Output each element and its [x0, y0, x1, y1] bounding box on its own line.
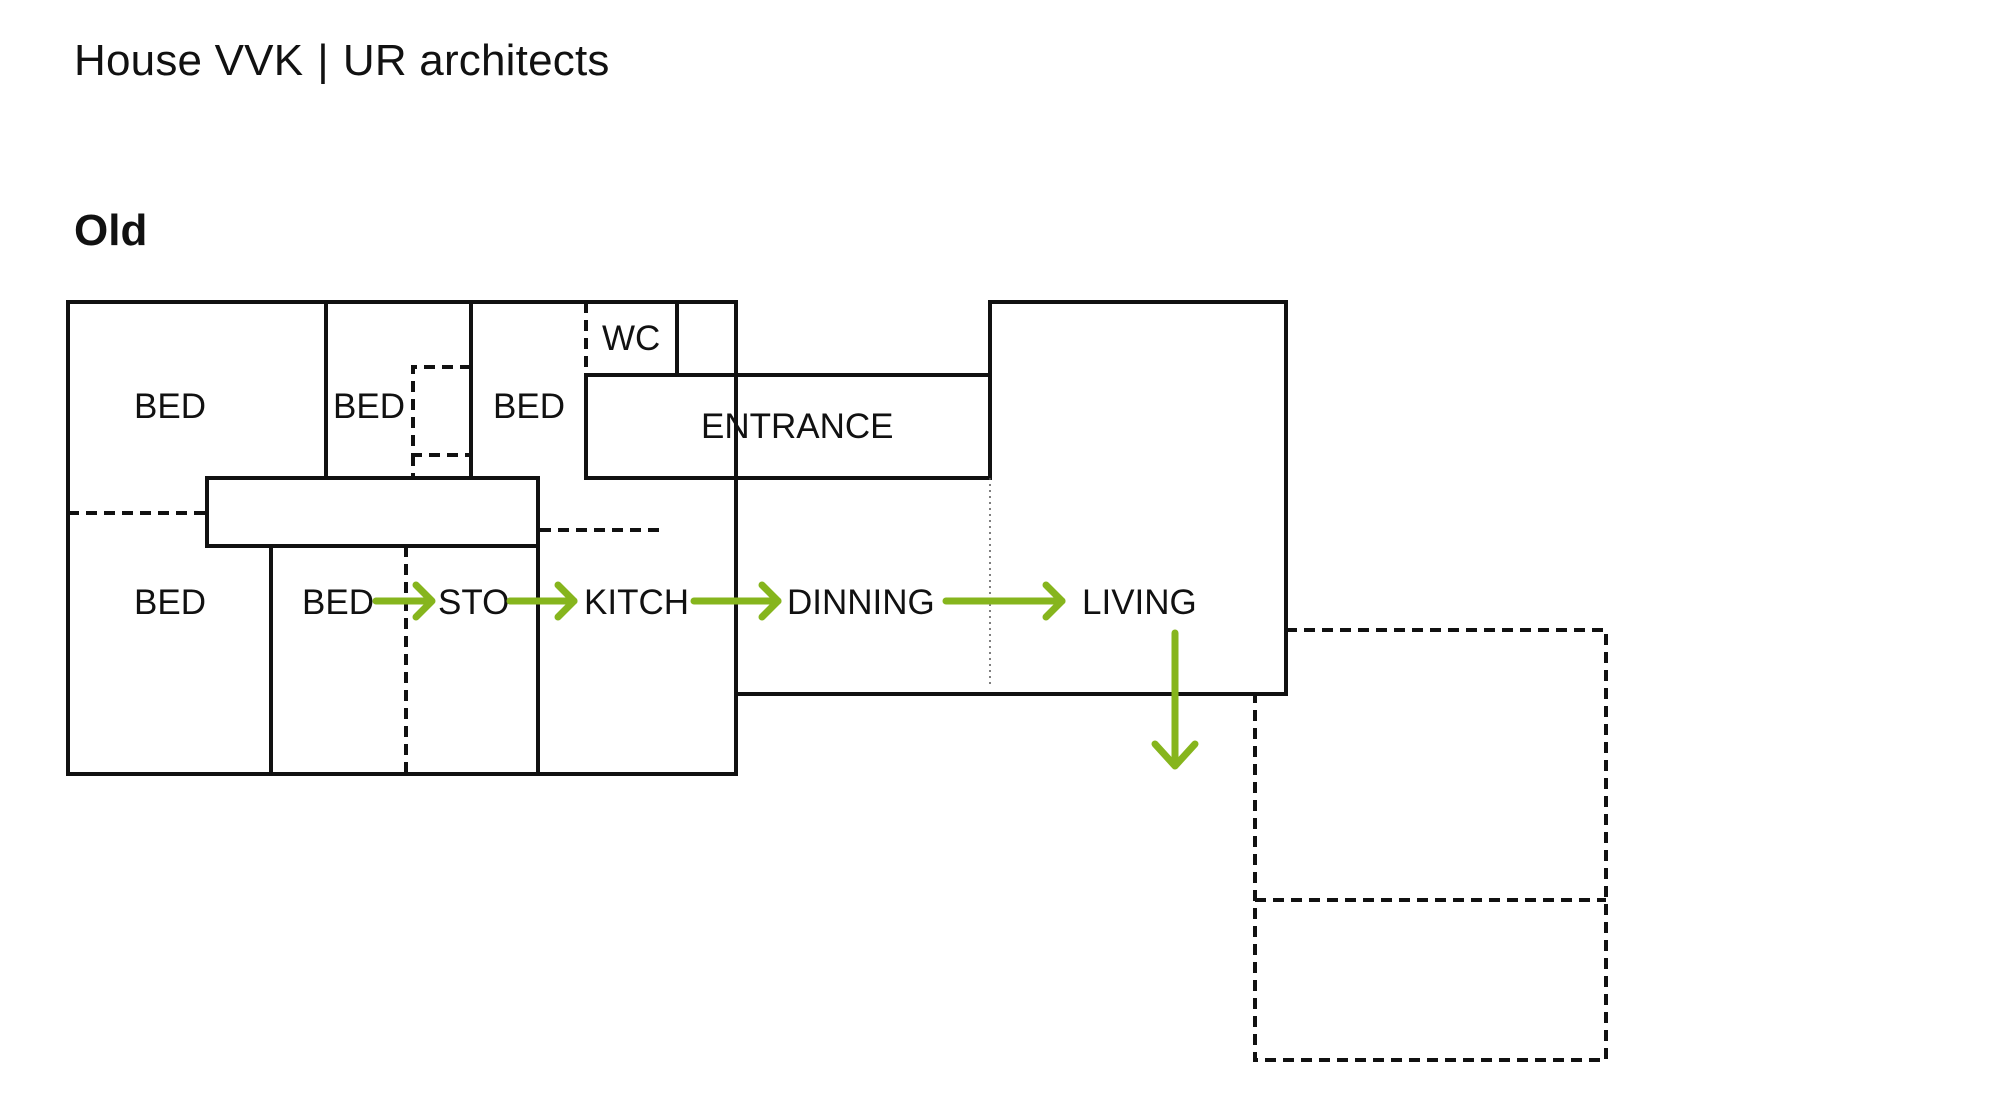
wall-living [736, 300, 1288, 696]
partition-closet [411, 365, 471, 457]
arrow-living-down [1151, 629, 1199, 770]
center-walls [584, 300, 1288, 696]
circulation-flow [372, 581, 1199, 770]
label-dining: DINNING [787, 583, 935, 622]
arrow-head [1151, 740, 1199, 770]
arrow-bed-to-sto [372, 581, 436, 621]
room-labels: BED BED BED WC ENTRANCE BED BED STO KITC… [134, 319, 1197, 622]
label-entrance: ENTRANCE [701, 407, 894, 446]
wall-outer-west [66, 300, 738, 776]
section-label-old: Old [74, 206, 148, 255]
extension-outline [1253, 628, 1608, 1062]
architect-name: UR architects [342, 36, 610, 85]
planned-extension [1253, 628, 1608, 1062]
west-wing-partitions [68, 302, 666, 774]
project-name: House VVK [74, 36, 304, 85]
partition-kitchen [536, 478, 666, 532]
arrow-dining-to-living [942, 581, 1066, 621]
label-bed-bottom-left: BED [134, 583, 206, 622]
title-separator: | [317, 36, 329, 85]
arrow-sto-to-kitch [506, 581, 578, 621]
label-bed-top-middle: BED [333, 387, 405, 426]
wall-corridor [205, 476, 540, 548]
arrow-kitch-to-dining [690, 581, 782, 621]
label-storage: STO [438, 583, 509, 622]
label-bed-top-right: BED [493, 387, 565, 426]
label-living: LIVING [1082, 583, 1197, 622]
west-wing-walls [66, 300, 738, 776]
label-bed-bottom-middle: BED [302, 583, 374, 622]
arrow-head [758, 581, 782, 621]
arrow-head [554, 581, 578, 621]
page-title: House VVK | UR architects [74, 36, 610, 86]
arrow-head [1042, 581, 1066, 621]
wall-wc [586, 300, 679, 375]
label-kitchen: KITCH [584, 583, 689, 622]
arrow-head [412, 581, 436, 621]
label-wc: WC [602, 319, 660, 358]
label-bed-top-left: BED [134, 387, 206, 426]
